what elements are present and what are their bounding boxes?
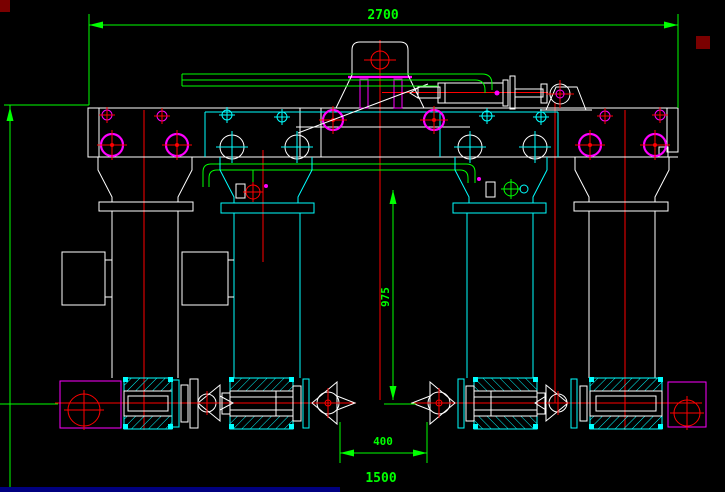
dim-left-height [4,104,89,492]
bolt-lug-magenta [319,106,448,134]
support-leg-1 [97,157,194,378]
wheel-axle-outer-right [534,377,707,430]
support-leg-3 [452,157,548,378]
hydraulic-cylinder [437,75,592,111]
dim-text-overall-width: 2700 [367,8,398,23]
dim-text-lower-span: 1500 [365,471,396,486]
dim-text-wheel-gap: 400 [373,435,393,448]
bolt-large-cyan [216,131,551,163]
pipe-fitting-left [235,182,268,202]
dimension-annotations: 2700 975 400 1500 [0,8,679,492]
support-leg-4 [573,157,670,378]
bolt-large-magenta [97,130,670,160]
dim-arrow-top [389,190,397,204]
gantry-beam [87,107,679,158]
lifting-lug [297,41,441,134]
ui-artifact-bottom-strip [0,487,340,492]
dim-arrow-up [6,107,14,121]
bolt-small-cyan [219,107,549,125]
side-box-2 [181,251,234,306]
pipe-fitting-right [477,177,529,199]
wheel-axle-outer-left [59,377,235,430]
bolt-small-magenta [99,107,668,124]
dim-arrow-bottom [389,386,397,400]
dim-text-column-height: 975 [379,287,392,307]
dim-overall-width: 2700 [88,8,679,108]
centerlines [55,40,702,430]
dim-arrow-right [413,449,427,457]
ui-artifact-top-left [0,0,10,12]
dim-arrow-left [340,449,354,457]
dim-lower-span: 1500 [365,471,396,486]
ui-artifact-top-right [696,36,710,49]
dim-wheel-gap: 400 [339,422,428,463]
dim-column-height: 975 [379,190,416,405]
ui-artifacts [0,0,710,492]
side-box-1 [61,251,112,306]
dim-arrow-right [664,21,678,29]
piping [181,73,529,202]
beam-bolt-circles [97,106,670,163]
support-leg-2 [219,157,315,378]
dim-arrow-left [89,21,103,29]
